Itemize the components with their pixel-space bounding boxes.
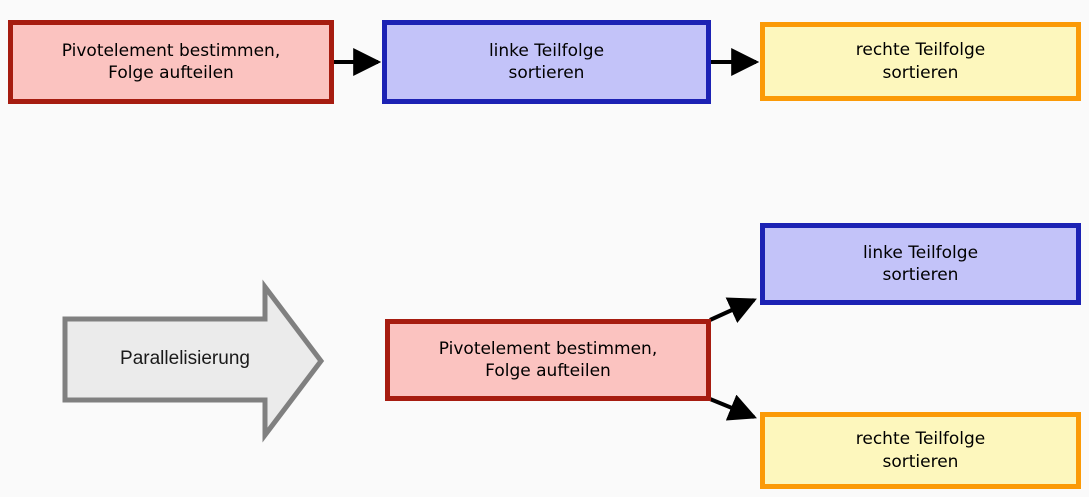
node-par-pivot[interactable]: Pivotelement bestimmen, Folge aufteilen bbox=[385, 319, 711, 401]
connector-par-pivot-to-par-left bbox=[709, 297, 757, 324]
node-par-right[interactable]: rechte Teilfolge sortieren bbox=[760, 412, 1081, 489]
node-seq-right[interactable]: rechte Teilfolge sortieren bbox=[760, 22, 1081, 101]
parallelisierung-label: Parallelisierung bbox=[120, 348, 250, 369]
connector-par-pivot-to-par-right bbox=[709, 394, 757, 421]
node-seq-left[interactable]: linke Teilfolge sortieren bbox=[382, 20, 711, 104]
node-seq-pivot[interactable]: Pivotelement bestimmen, Folge aufteilen bbox=[8, 20, 334, 104]
node-par-left[interactable]: linke Teilfolge sortieren bbox=[760, 223, 1081, 305]
